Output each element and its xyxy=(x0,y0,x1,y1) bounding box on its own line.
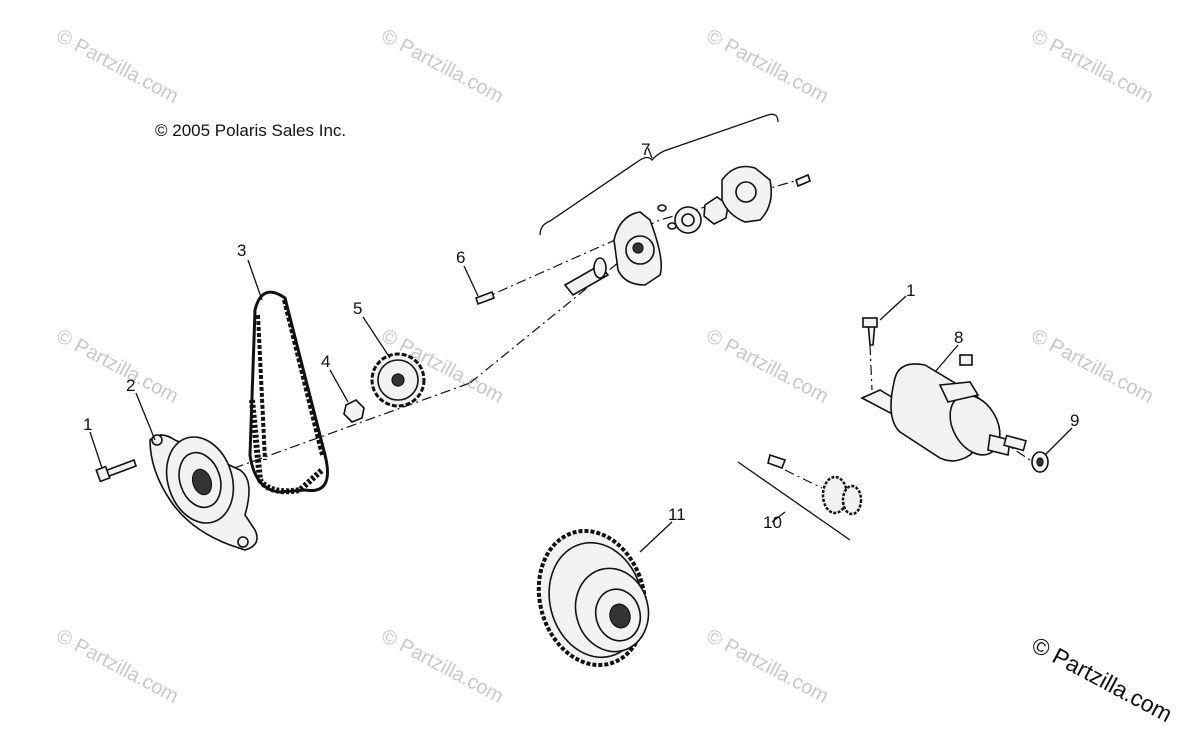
axis-line xyxy=(784,469,823,489)
large-gear xyxy=(536,528,650,668)
watermark: © Partzilla.com xyxy=(703,625,832,708)
clutch-assembly xyxy=(563,165,811,297)
callout-11: 11 xyxy=(668,505,686,524)
watermark: © Partzilla.com xyxy=(53,325,182,408)
watermark: © Partzilla.com xyxy=(1028,25,1157,108)
callout-7: 7 xyxy=(641,140,650,159)
cover-plate xyxy=(149,434,258,551)
callout-5: 5 xyxy=(353,299,362,318)
callout-4: 4 xyxy=(321,352,330,371)
watermark: © Partzilla.com xyxy=(378,625,507,708)
axis-line xyxy=(214,382,471,476)
leader-lines xyxy=(89,259,1073,553)
corner-watermark: © Partzilla.com xyxy=(1028,631,1177,727)
callout-1-right: 1 xyxy=(906,281,915,300)
watermark: © Partzilla.com xyxy=(53,25,182,108)
callout-10: 10 xyxy=(763,513,782,532)
callout-3: 3 xyxy=(237,241,246,260)
axis-line xyxy=(469,244,641,384)
watermark: © Partzilla.com xyxy=(703,325,832,408)
callout-9: 9 xyxy=(1070,411,1079,430)
copyright-text: © 2005 Polaris Sales Inc. xyxy=(155,121,346,140)
callout-6: 6 xyxy=(456,248,465,267)
bolt-starter xyxy=(862,317,878,346)
nut xyxy=(343,399,365,423)
watermark: © Partzilla.com xyxy=(378,25,507,108)
bolt-left xyxy=(95,458,138,483)
bracket-7 xyxy=(539,113,779,236)
callouts: 1 2 3 4 5 6 7 1 8 9 10 11 xyxy=(83,140,1079,532)
axis-line xyxy=(479,177,806,301)
starter-motor xyxy=(860,354,1027,462)
sprocket xyxy=(370,352,426,408)
bolt-6 xyxy=(474,290,496,306)
starter-gear xyxy=(767,453,863,516)
watermark: © Partzilla.com xyxy=(53,625,182,708)
chain xyxy=(248,290,329,495)
washer xyxy=(1031,451,1049,473)
callout-2: 2 xyxy=(126,376,135,395)
watermark: © Partzilla.com xyxy=(703,25,832,108)
bracket-10 xyxy=(737,461,851,541)
watermark: © Partzilla.com xyxy=(1028,325,1157,408)
callout-8: 8 xyxy=(954,328,963,347)
callout-1-left: 1 xyxy=(83,415,92,434)
axis-line xyxy=(869,344,873,391)
leader-7 xyxy=(647,147,653,159)
